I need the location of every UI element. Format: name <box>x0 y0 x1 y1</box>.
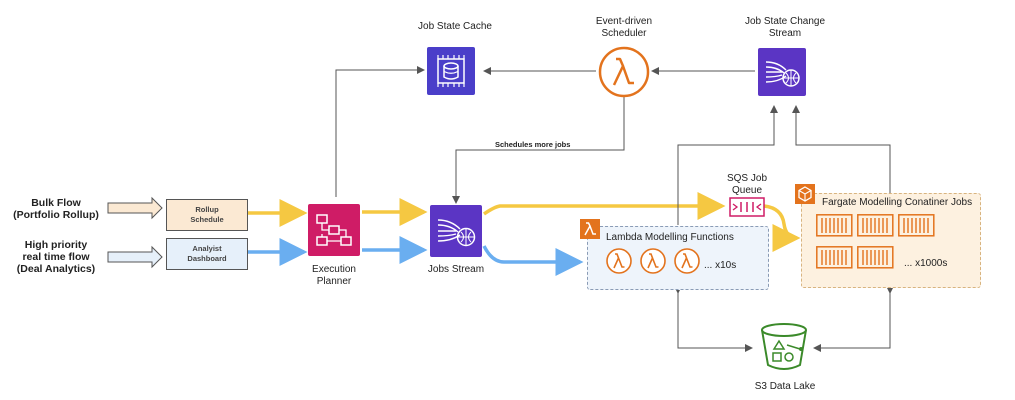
container-icon <box>816 214 853 237</box>
fargate-count: ... x1000s <box>904 258 948 269</box>
container-icon <box>816 246 853 269</box>
high-priority-flow-label: High priority real time flow (Deal Analy… <box>16 239 96 275</box>
change-stream-label: Job State Change Stream <box>744 16 826 39</box>
lambda-count: ... x10s <box>704 260 737 271</box>
s3-data-lake-node <box>756 319 812 375</box>
execution-planner-node <box>308 204 360 256</box>
lambda-icon <box>584 222 596 236</box>
rollup-schedule-label: Rollup Schedule <box>190 205 224 224</box>
lambda-icon <box>640 248 666 274</box>
sqs-queue-label: SQS Job Queue <box>726 173 768 196</box>
fargate-group-title: Fargate Modelling Conatiner Jobs <box>822 197 973 208</box>
s3-data-lake-label: S3 Data Lake <box>754 381 816 392</box>
fargate-icon <box>798 186 812 202</box>
kinesis-stream-icon <box>765 61 800 87</box>
sqs-queue-node <box>729 197 765 217</box>
lambda-icon <box>606 248 632 274</box>
lambda-group-title: Lambda Modelling Functions <box>606 232 734 243</box>
job-state-cache-node <box>427 47 475 95</box>
lambda-icon <box>674 248 700 274</box>
lambda-icon <box>598 46 650 98</box>
rollup-schedule-box: Rollup Schedule <box>166 199 248 231</box>
jobs-stream-label: Jobs Stream <box>427 264 485 275</box>
change-stream-node <box>758 48 806 96</box>
jobs-stream-node <box>430 205 482 257</box>
fargate-group-badge <box>795 184 815 204</box>
sqs-icon <box>729 197 765 217</box>
execution-planner-label: Execution Planner <box>312 264 356 287</box>
schedules-more-jobs-label: Schedules more jobs <box>495 140 571 149</box>
lambda-group-badge <box>580 219 600 239</box>
container-icon <box>857 214 894 237</box>
bulk-flow-label: Bulk Flow (Portfolio Rollup) <box>13 197 99 221</box>
step-functions-icon <box>316 214 352 246</box>
fargate-jobs-group <box>801 193 981 288</box>
kinesis-stream-icon <box>437 219 476 247</box>
job-state-cache-label: Job State Cache <box>418 21 492 32</box>
event-scheduler-node <box>597 45 651 99</box>
event-scheduler-label: Event-driven Scheduler <box>595 16 653 39</box>
cache-icon <box>437 55 465 87</box>
analyst-dashboard-label: Analyist Dashboard <box>187 244 227 263</box>
lambda-function-icons <box>605 247 715 275</box>
container-icon <box>857 246 894 269</box>
s3-bucket-icon <box>761 323 807 370</box>
analyst-dashboard-box: Analyist Dashboard <box>166 238 248 270</box>
container-icon <box>898 214 935 237</box>
